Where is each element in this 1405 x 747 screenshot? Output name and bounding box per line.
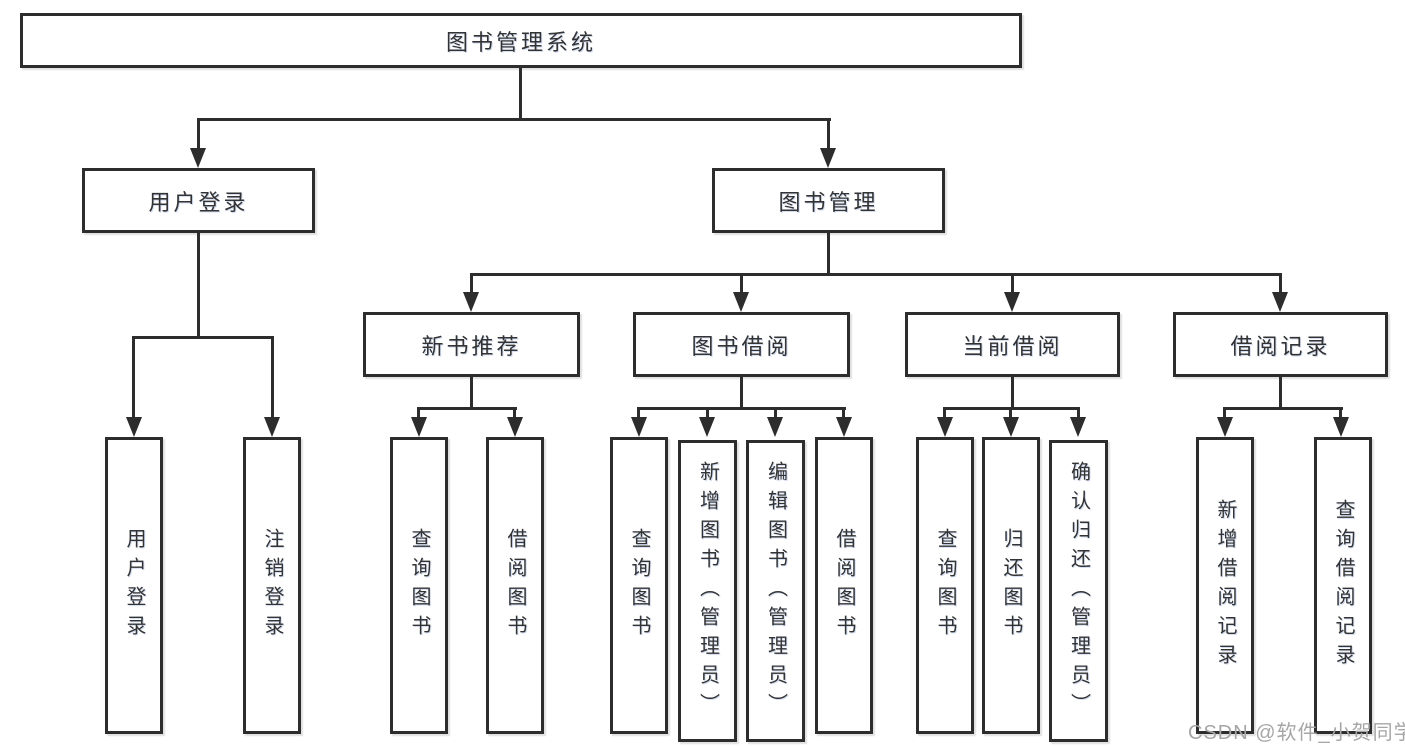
connector-vline (774, 407, 777, 419)
connector-vline (827, 233, 830, 273)
leaf-label: 新增图书（管理员） (696, 460, 719, 722)
connector-vline (271, 336, 274, 417)
connector-vline (1223, 407, 1226, 419)
leaf-label: 查询借阅记录 (1332, 498, 1354, 673)
leaf-br-query-record: 查询借阅记录 (1314, 437, 1372, 734)
watermark: CSDN @软件_小贺同学 (1188, 722, 1405, 744)
arrow-down-icon (1333, 417, 1349, 437)
box-borrowing-records: 借阅记录 (1173, 312, 1388, 377)
arrow-down-icon (631, 417, 647, 437)
leaf-nbr-borrow-books: 借阅图书 (486, 437, 544, 734)
box-library-management-system: 图书管理系统 (20, 13, 1022, 68)
leaf-cb-query-books: 查询图书 (916, 437, 974, 734)
connector-vline (740, 273, 743, 294)
connector-vline (706, 407, 709, 419)
arrow-down-icon (820, 148, 836, 168)
leaf-logout: 注销登录 (243, 437, 301, 734)
arrow-down-icon (1003, 417, 1019, 437)
connector-vline (1011, 377, 1014, 407)
leaf-label: 查询图书 (934, 527, 956, 644)
arrow-down-icon (937, 417, 953, 437)
connector-hline (132, 336, 274, 339)
connector-vline (417, 407, 420, 419)
leaf-label: 借阅图书 (833, 527, 855, 644)
connector-vline (740, 377, 743, 407)
leaf-label: 查询图书 (628, 527, 650, 644)
connector-hline (944, 407, 1080, 410)
arrow-down-icon (1004, 292, 1020, 312)
connector-vline (842, 407, 845, 419)
arrow-down-icon (126, 417, 142, 437)
leaf-bb-edit-books-admin: 编辑图书（管理员） (746, 440, 805, 742)
connector-hline (418, 407, 517, 410)
arrow-down-icon (767, 417, 783, 437)
leaf-label: 新增借阅记录 (1214, 498, 1236, 673)
connector-vline (1009, 407, 1012, 419)
leaf-label: 注销登录 (261, 527, 283, 644)
leaf-label: 编辑图书（管理员） (764, 460, 787, 722)
leaf-user-login: 用户登录 (105, 437, 163, 734)
leaf-label: 归还图书 (1000, 527, 1022, 644)
arrow-down-icon (411, 417, 427, 437)
arrow-down-icon (733, 292, 749, 312)
connector-vline (827, 118, 830, 150)
connector-hline (1224, 407, 1343, 410)
connector-vline (637, 407, 640, 419)
leaf-cb-confirm-return-admin: 确认归还（管理员） (1049, 440, 1108, 742)
box-book-management: 图书管理 (712, 168, 945, 233)
leaf-label: 借阅图书 (504, 527, 526, 644)
leaf-label: 查询图书 (408, 527, 430, 644)
leaf-bb-add-books-admin: 新增图书（管理员） (678, 440, 737, 742)
leaf-cb-return-books: 归还图书 (982, 437, 1040, 734)
leaf-nbr-query-books: 查询图书 (390, 437, 448, 734)
connector-vline (197, 118, 200, 150)
connector-vline (1279, 377, 1282, 407)
arrow-down-icon (507, 417, 523, 437)
connector-vline (1279, 273, 1282, 294)
box-label: 当前借阅 (962, 333, 1063, 359)
box-current-borrowing: 当前借阅 (905, 312, 1120, 377)
arrow-down-icon (836, 417, 852, 437)
arrow-down-icon (264, 417, 280, 437)
connector-vline (1011, 273, 1014, 294)
arrow-down-icon (699, 417, 715, 437)
box-label: 图书管理系统 (445, 29, 596, 55)
connector-hline (638, 407, 846, 410)
box-label: 借阅记录 (1230, 333, 1331, 359)
connector-vline (470, 273, 473, 294)
leaf-label: 确认归还（管理员） (1067, 460, 1090, 722)
leaf-label: 用户登录 (123, 527, 145, 644)
connector-hline (470, 273, 1282, 276)
box-label: 新书推荐 (421, 333, 522, 359)
connector-vline (1339, 407, 1342, 419)
connector-vline (943, 407, 946, 419)
connector-vline (132, 336, 135, 417)
box-label: 用户登录 (148, 189, 249, 215)
leaf-bb-query-books: 查询图书 (610, 437, 668, 734)
arrow-down-icon (1070, 417, 1086, 437)
box-new-book-recommend: 新书推荐 (363, 312, 580, 377)
arrow-down-icon (1272, 292, 1288, 312)
arrow-down-icon (190, 148, 206, 168)
connector-vline (513, 407, 516, 419)
box-label: 图书借阅 (691, 333, 792, 359)
arrow-down-icon (1217, 417, 1233, 437)
connector-vline (470, 377, 473, 407)
connector-hline (197, 118, 831, 121)
box-user-login: 用户登录 (82, 168, 315, 233)
connector-vline (519, 68, 522, 118)
box-book-borrowing: 图书借阅 (633, 312, 850, 377)
box-label: 图书管理 (778, 189, 879, 215)
arrow-down-icon (463, 292, 479, 312)
connector-vline (1077, 407, 1080, 419)
leaf-bb-borrow-books: 借阅图书 (815, 437, 873, 734)
leaf-br-add-record: 新增借阅记录 (1196, 437, 1254, 734)
connector-vline (197, 233, 200, 336)
